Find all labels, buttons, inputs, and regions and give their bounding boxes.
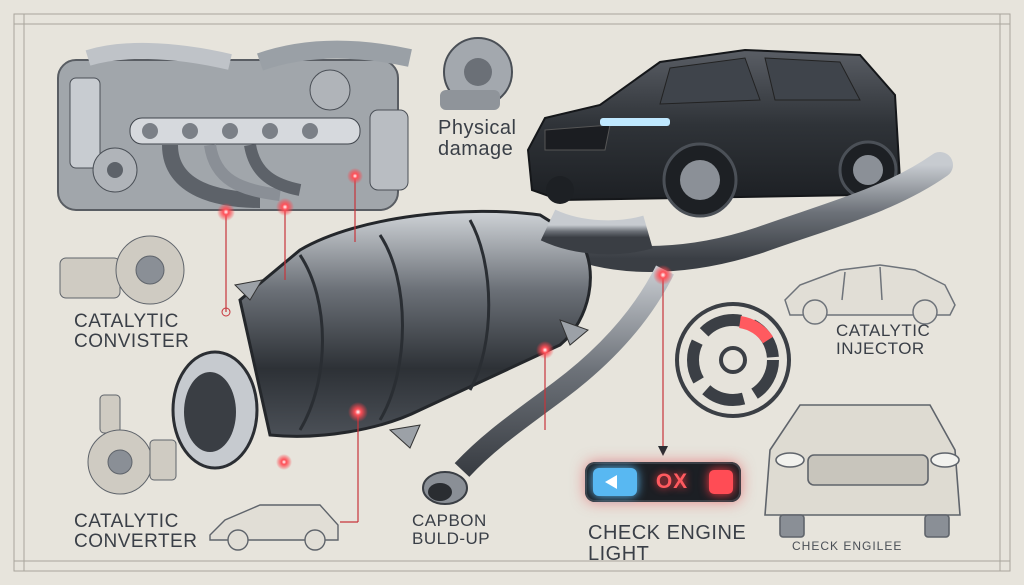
gauge-icon: [675, 302, 791, 418]
left-arrow-icon: [593, 468, 637, 496]
small-car-sketch: [209, 504, 339, 551]
label-physical-damage: Physical damage: [438, 117, 517, 160]
front-car-sketch: [764, 404, 961, 538]
engine-illustration: [57, 40, 412, 211]
warning-ox-text: OX: [655, 470, 689, 493]
label-check-engine-small: CHECK ENGILEE: [792, 539, 903, 553]
catalytic-converter-main: [171, 209, 653, 470]
label-catalytic-injector: CATALYTIC INJECTOR: [836, 321, 931, 358]
label-carbon-buildup: CAPBON BULD-UP: [412, 511, 491, 548]
sedan-sketch: [784, 264, 956, 325]
blueprint-frame: [13, 13, 1011, 572]
turbo-part-sketch: [59, 235, 185, 305]
pump-part-sketch: [87, 394, 177, 495]
label-catalytic-convister: CATALYTIC CONVISTER: [74, 311, 190, 352]
suv-illustration: [526, 48, 902, 218]
callout-lines: [225, 178, 664, 523]
check-engine-warning-display: OX: [585, 462, 741, 502]
exhaust-pipe: [422, 152, 953, 505]
label-catalytic-converter: CATALYTIC CONVERTER: [74, 511, 198, 552]
label-check-engine-light: CHECK ENGINE LIGHT: [588, 522, 747, 565]
small-component: [440, 37, 513, 110]
red-marker-dots: [217, 168, 673, 470]
red-warning-square-icon: [709, 470, 733, 494]
